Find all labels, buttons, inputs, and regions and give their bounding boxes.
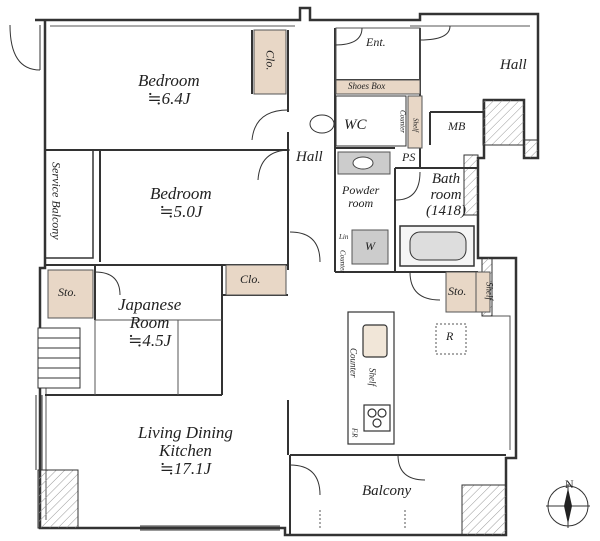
powder-counter-label: Counter [338,250,347,273]
wc-shelf-label: Shelf [411,118,420,132]
closet1-label: Clo. [263,50,278,71]
toilet [309,95,407,147]
kitchen-counter [347,311,395,445]
hall-right-label: Hall [500,57,527,73]
storage-units [47,29,491,319]
tatami-lines [94,319,222,395]
wc-counter-label: Counter [398,110,407,133]
compass-icon [546,484,590,528]
storage1-label: Sto. [58,285,77,299]
storage2-label: Sto. [448,284,467,298]
doors [9,24,451,496]
kitchen-counter-label: Counter [348,348,359,378]
balcony-label: Balcony [362,483,412,499]
kitchen-shelf-label: Shelf [367,368,378,386]
washer-space [351,229,389,265]
shoes-box-label: Shoes Box [348,81,386,91]
refrigerator-space [435,323,467,355]
wc-label: WC [344,117,367,133]
mb-label: MB [448,119,466,133]
bathtub [399,225,475,267]
sink-basin [352,156,374,170]
compass-n-label: N [565,477,574,491]
r-label: R [446,329,454,343]
hall-center-label: Hall [296,149,323,165]
bedroom2-label: Bedroom≒5.0J [150,184,212,221]
service-balcony-label: Service Balcony [49,162,64,240]
outer-walls [35,6,540,537]
fr-label: F.R [350,428,359,438]
structural-columns [37,99,539,536]
linen-label: Lin [339,233,349,241]
entrance-floor [335,27,421,81]
ps-label: PS [402,150,416,164]
bath-shelf-label: Shelf [484,282,495,300]
balcony-rails [319,510,406,528]
entrance-label: Ent. [366,35,386,49]
closet2-label: Clo. [240,272,261,286]
service-balcony-frame [44,149,94,259]
bedroom1-label: Bedroom≒6.4J [138,71,200,108]
windows [35,327,280,531]
w-label: W [365,239,375,253]
